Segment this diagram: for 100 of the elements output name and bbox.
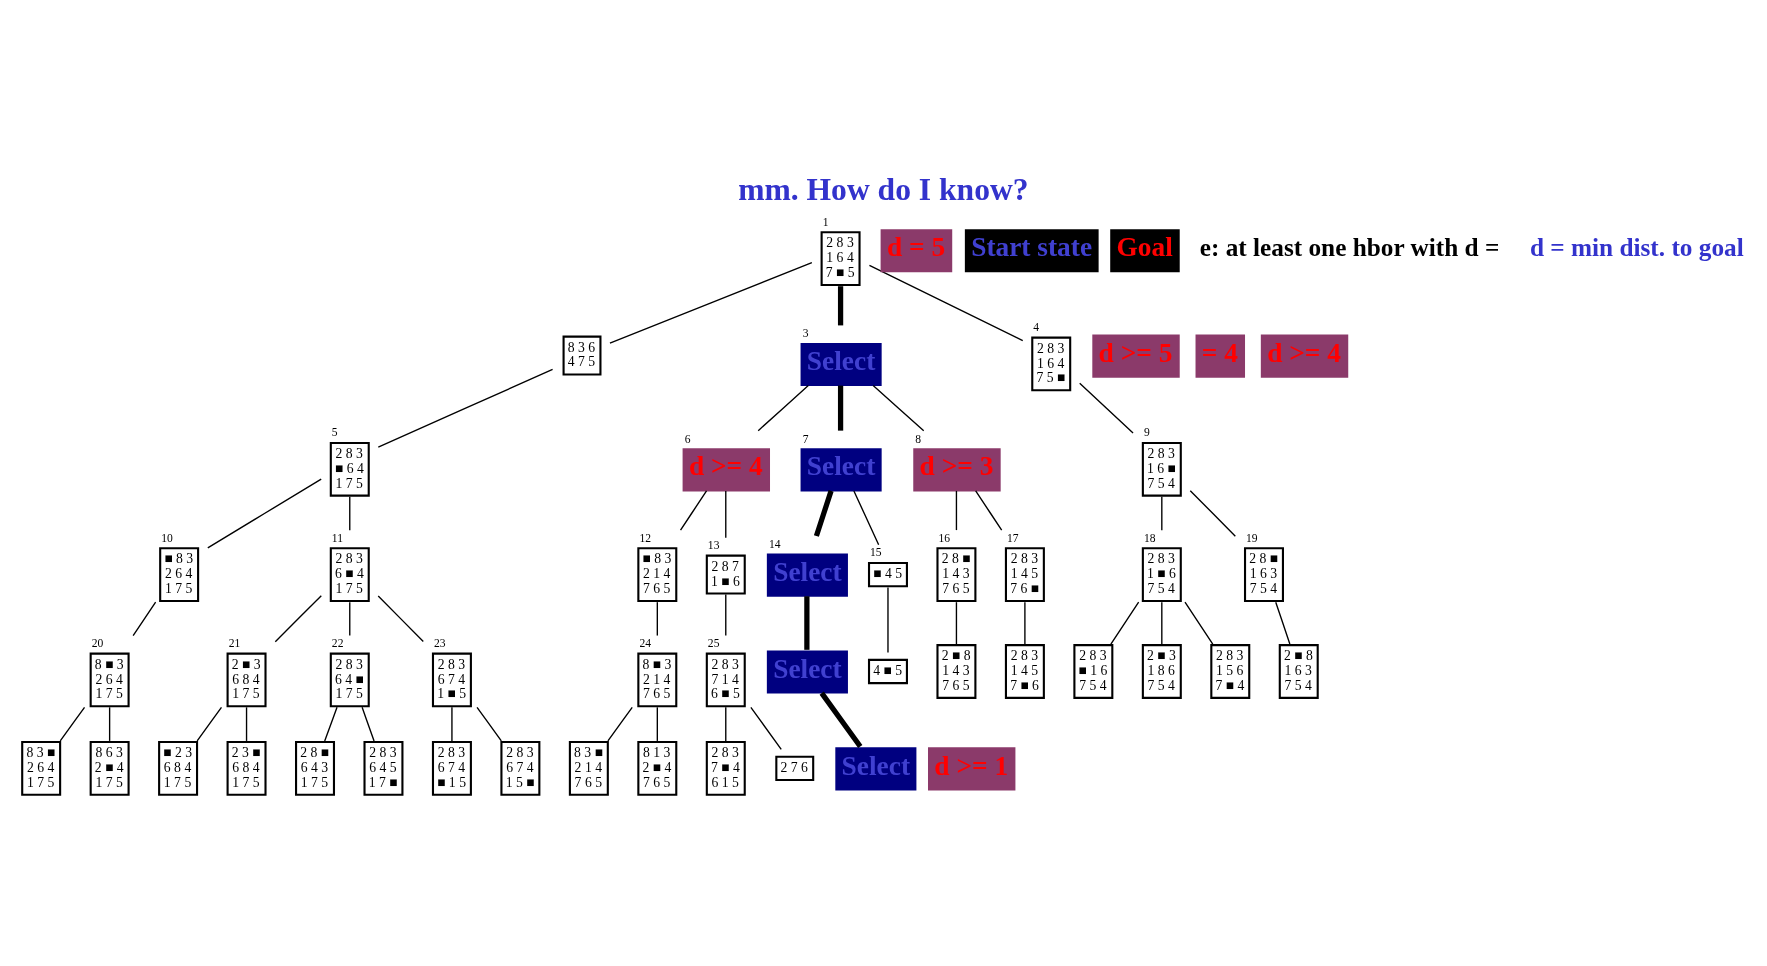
node-box: = 4 <box>1195 333 1246 378</box>
label: e: at least one hbor with d = <box>1199 232 1500 261</box>
node-box: 2 8 3 6 7 4 1 5 ■ <box>500 740 541 796</box>
node-box: 2 ■ 8 1 4 3 7 6 5 <box>936 643 977 699</box>
node-box: 2 8 3 ■ 6 4 1 7 5 <box>329 441 370 497</box>
connector <box>837 285 844 325</box>
connector <box>868 264 1024 341</box>
node-box: 2 8 ■ 6 4 3 1 7 5 <box>295 740 336 796</box>
connector <box>607 706 633 742</box>
node-label: 7 <box>802 432 809 446</box>
node-label: 22 <box>331 636 344 650</box>
node-box: d = 5 <box>880 228 953 272</box>
node-label: 12 <box>639 531 651 545</box>
node-box: d >= 4 <box>1260 333 1349 378</box>
node-label: 5 <box>331 425 338 439</box>
node-box: 2 3 ■ 6 8 4 1 7 5 <box>226 740 267 796</box>
node-label: 15 <box>870 545 882 559</box>
node-box: 2 8 ■ 1 4 3 7 6 5 <box>936 546 977 602</box>
connector <box>476 706 502 742</box>
node-label: 24 <box>639 636 651 650</box>
node-box: 2 8 3 1 6 4 7 5 ■ <box>1031 336 1072 391</box>
connector <box>324 706 338 742</box>
node-label: 11 <box>331 531 344 545</box>
node-label: 21 <box>228 636 241 650</box>
node-box: ■ 2 3 6 8 4 1 7 5 <box>158 740 199 796</box>
node-label: 9 <box>1143 425 1150 439</box>
connector <box>750 706 782 750</box>
node-box: 2 8 7 1 ■ 6 <box>705 554 746 595</box>
node-label: 17 <box>1006 531 1019 545</box>
node-box: 2 ■ 3 6 8 4 1 7 5 <box>226 652 267 707</box>
connector <box>59 706 86 742</box>
connector <box>451 706 453 742</box>
node-box: 4 ■ 5 <box>867 658 908 684</box>
node-box: Select <box>766 553 848 597</box>
label: d = min dist. to goal <box>1529 232 1744 261</box>
node-box: 2 ■ 3 1 8 6 7 5 4 <box>1141 643 1182 699</box>
connector <box>955 601 958 645</box>
node-box: 2 ■ 8 1 6 3 7 5 4 <box>1278 643 1319 699</box>
diagram-title: mm. How do I know? <box>738 171 1029 207</box>
node-box: d >= 4 <box>682 447 770 491</box>
node-box: 2 8 3 6 4 5 1 7 ■ <box>363 740 404 796</box>
node-box: 2 8 3 1 6 4 7 ■ 5 <box>820 230 861 286</box>
node-label: 4 <box>1033 320 1040 334</box>
node-box: Goal <box>1110 228 1180 272</box>
connector <box>955 489 958 531</box>
connector <box>132 601 157 636</box>
node-box: Select <box>800 447 882 491</box>
node-box: 8 3 ■ 2 1 4 7 6 5 <box>568 740 609 796</box>
connector <box>1161 495 1163 531</box>
connector <box>349 601 351 636</box>
connector <box>837 385 844 431</box>
node-box: 8 ■ 3 2 6 4 1 7 5 <box>89 652 130 707</box>
node-box: 8 3 6 4 7 5 <box>562 335 602 376</box>
connector <box>1161 601 1163 645</box>
node-box: d >= 1 <box>928 746 1016 790</box>
connector <box>377 368 554 448</box>
connector <box>274 594 322 642</box>
connector <box>1275 601 1291 645</box>
node-box: 2 8 3 6 7 4 1 ■ 5 <box>431 652 472 707</box>
node-box: 2 8 3 6 7 4 ■ 1 5 <box>431 740 472 796</box>
connector <box>656 601 658 636</box>
node-label: 13 <box>707 538 720 552</box>
connector <box>975 489 1003 531</box>
node-box: Start state <box>964 228 1099 272</box>
connector <box>196 706 223 742</box>
node-box: 2 8 3 7 1 4 6 ■ 5 <box>705 652 746 707</box>
node-label: 8 <box>915 432 922 446</box>
connector <box>1184 601 1214 645</box>
connector <box>656 706 658 742</box>
node-box: 2 8 3 7 ■ 4 6 1 5 <box>705 740 746 796</box>
connector <box>813 489 834 537</box>
connector <box>245 706 248 742</box>
connector <box>887 586 889 653</box>
node-box: ■ 8 3 2 1 4 7 6 5 <box>637 546 678 602</box>
node-box: d >= 3 <box>913 447 1001 491</box>
node-box: 2 8 3 ■ 1 6 7 5 4 <box>1073 643 1114 699</box>
connector <box>207 478 322 548</box>
node-box: 8 ■ 3 2 1 4 7 6 5 <box>637 652 678 707</box>
node-box: 2 7 6 <box>775 755 815 781</box>
node-label: 23 <box>434 636 446 650</box>
node-label: 16 <box>938 531 951 545</box>
node-label: 10 <box>161 531 173 545</box>
node-box: 8 6 3 2 ■ 4 1 7 5 <box>89 740 130 796</box>
node-label: 18 <box>1143 531 1156 545</box>
node-box: 2 8 3 1 4 5 7 6 ■ <box>1004 546 1045 602</box>
connector <box>725 489 727 538</box>
connector <box>819 691 863 748</box>
node-box: ■ 4 5 <box>867 561 908 587</box>
node-box: 2 8 3 1 4 5 7 ■ 6 <box>1004 643 1045 699</box>
node-box: d >= 5 <box>1092 333 1180 378</box>
node-box: Select <box>835 746 917 790</box>
node-box: 8 1 3 2 ■ 4 7 6 5 <box>637 740 678 796</box>
connector <box>108 706 111 742</box>
node-box: Select <box>800 342 882 386</box>
connector <box>377 594 424 642</box>
connector <box>725 706 727 742</box>
node-label: 3 <box>802 326 809 340</box>
node-label: 14 <box>768 537 781 551</box>
node-box: 2 8 3 6 ■ 4 1 7 5 <box>329 546 370 602</box>
node-label: 19 <box>1246 531 1258 545</box>
